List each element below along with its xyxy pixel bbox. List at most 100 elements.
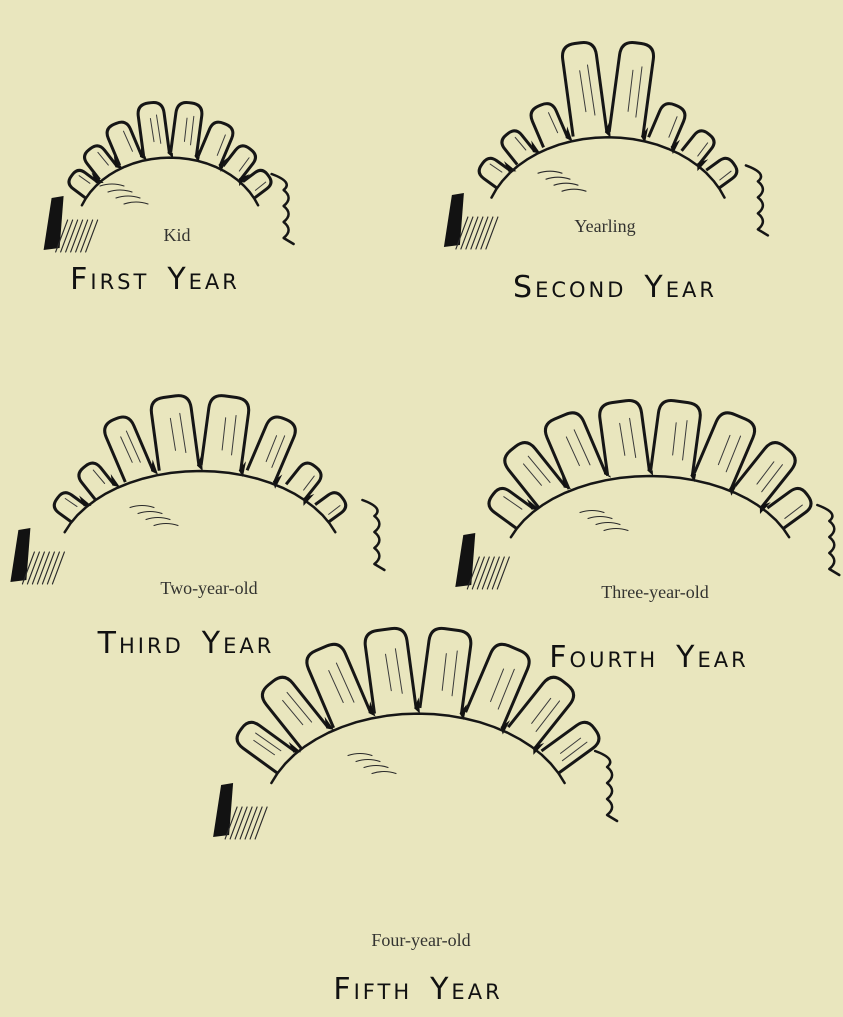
palate-ridge	[154, 524, 178, 526]
tooth-outline	[561, 41, 607, 137]
tooth-outline	[598, 399, 649, 476]
jaw-edge	[362, 500, 384, 570]
tooth-outline	[706, 155, 740, 188]
palate-ridge	[138, 512, 162, 514]
incisor-tooth	[200, 394, 254, 477]
caption-word: Year	[202, 626, 275, 661]
palate-ridge	[124, 202, 148, 204]
palate-ridge	[372, 772, 396, 774]
tooth-outline	[201, 394, 250, 471]
tooth-outline	[609, 41, 655, 137]
gum-hatch-line	[66, 220, 78, 252]
gum-hatch-line	[230, 807, 242, 839]
tooth-outline	[528, 100, 568, 147]
palate-ridge	[554, 183, 578, 185]
caption-word: Fifth	[333, 972, 412, 1007]
gum-hatch-line	[477, 557, 489, 589]
caption-word: Year	[676, 640, 749, 675]
gum-hatch-line	[250, 807, 262, 839]
incisor-tooth	[561, 40, 612, 142]
palate-ridge	[146, 518, 170, 520]
incisor-tooth	[598, 398, 654, 481]
caption-third-year: Third Year	[98, 626, 275, 661]
palate-ridge	[108, 190, 132, 192]
tooth-outline	[420, 627, 473, 714]
jaw-edge	[817, 505, 839, 575]
age-label-four-year-old: Four-year-old	[371, 930, 470, 951]
incisor-tooth	[706, 155, 740, 188]
age-label-yearling: Yearling	[574, 216, 635, 237]
tooth-outline	[171, 101, 204, 156]
palate-ridge	[562, 189, 586, 191]
caption-word: Fourth	[549, 640, 658, 675]
tooth-outline	[137, 101, 170, 156]
palate-ridge	[130, 506, 154, 508]
caption-first-year: FirstYear	[70, 262, 240, 297]
jaw-three-year-old	[455, 398, 839, 589]
caption-word: First	[70, 262, 149, 297]
gum-hatch-line	[481, 217, 493, 249]
incisor-tooth	[75, 457, 121, 504]
tooth-outline	[315, 489, 349, 522]
tooth-outline	[651, 399, 702, 476]
palate-ridge	[348, 754, 372, 756]
jaw-edge	[272, 174, 294, 244]
gum-hatch-line	[81, 220, 93, 252]
jaw-shadow	[455, 533, 475, 587]
tooth-outline	[101, 413, 153, 482]
jaw-edge	[595, 751, 617, 821]
tooth-outline	[247, 413, 299, 482]
incisor-tooth	[364, 626, 421, 719]
gum-hatch-line	[32, 552, 44, 584]
gum-hatch-line	[52, 552, 64, 584]
age-label-three-year-old: Three-year-old	[601, 582, 709, 603]
palate-ridge	[538, 171, 562, 173]
gum-hatch-line	[472, 557, 484, 589]
incisor-tooth	[528, 99, 574, 153]
caption-word: Second	[513, 270, 626, 305]
jaw-two-year-old	[10, 393, 384, 584]
gum-hatch-line	[461, 217, 473, 249]
palate-ridge	[364, 766, 388, 768]
gum-hatch-line	[86, 220, 98, 252]
gum-hatch-line	[471, 217, 483, 249]
gum-hatch-line	[497, 557, 509, 589]
gum-hatch-line	[71, 220, 83, 252]
jaw-shadow	[213, 783, 233, 837]
jaw-shadow	[44, 196, 64, 250]
palate-ridge	[116, 196, 140, 198]
gum-hatch-line	[76, 220, 88, 252]
jaw-edge	[746, 165, 768, 235]
gum-hatch-line	[466, 217, 478, 249]
gum-hatch-line	[47, 552, 59, 584]
palate-ridge	[588, 517, 612, 519]
gum-hatch-line	[61, 220, 73, 252]
gum-hatch-line	[486, 217, 498, 249]
palate-ridge	[356, 760, 380, 762]
gum-hatch-line	[255, 807, 267, 839]
gum-hatch-line	[476, 217, 488, 249]
gum-hatch-line	[492, 557, 504, 589]
tooth-outline	[364, 627, 417, 714]
palate-ridge	[604, 529, 628, 531]
gum-hatch-line	[245, 807, 257, 839]
jaw-shadow	[444, 193, 464, 247]
age-label-kid: Kid	[164, 225, 191, 246]
caption-word: Year	[430, 972, 503, 1007]
gum-hatch-line	[235, 807, 247, 839]
palate-ridge	[100, 184, 124, 186]
gum-hatch-line	[37, 552, 49, 584]
caption-second-year: SecondYear	[513, 270, 717, 305]
palate-ridge	[596, 523, 620, 525]
incisor-tooth	[137, 101, 174, 162]
palate-ridge	[580, 511, 604, 513]
tooth-outline	[150, 394, 199, 471]
tooth-outline	[649, 100, 689, 147]
jaw-shadow	[10, 528, 30, 582]
gum-hatch-line	[487, 557, 499, 589]
palate-ridge	[546, 177, 570, 179]
gum-hatch-line	[27, 552, 39, 584]
tooth-outline	[476, 155, 510, 188]
caption-word: Third	[98, 626, 184, 661]
